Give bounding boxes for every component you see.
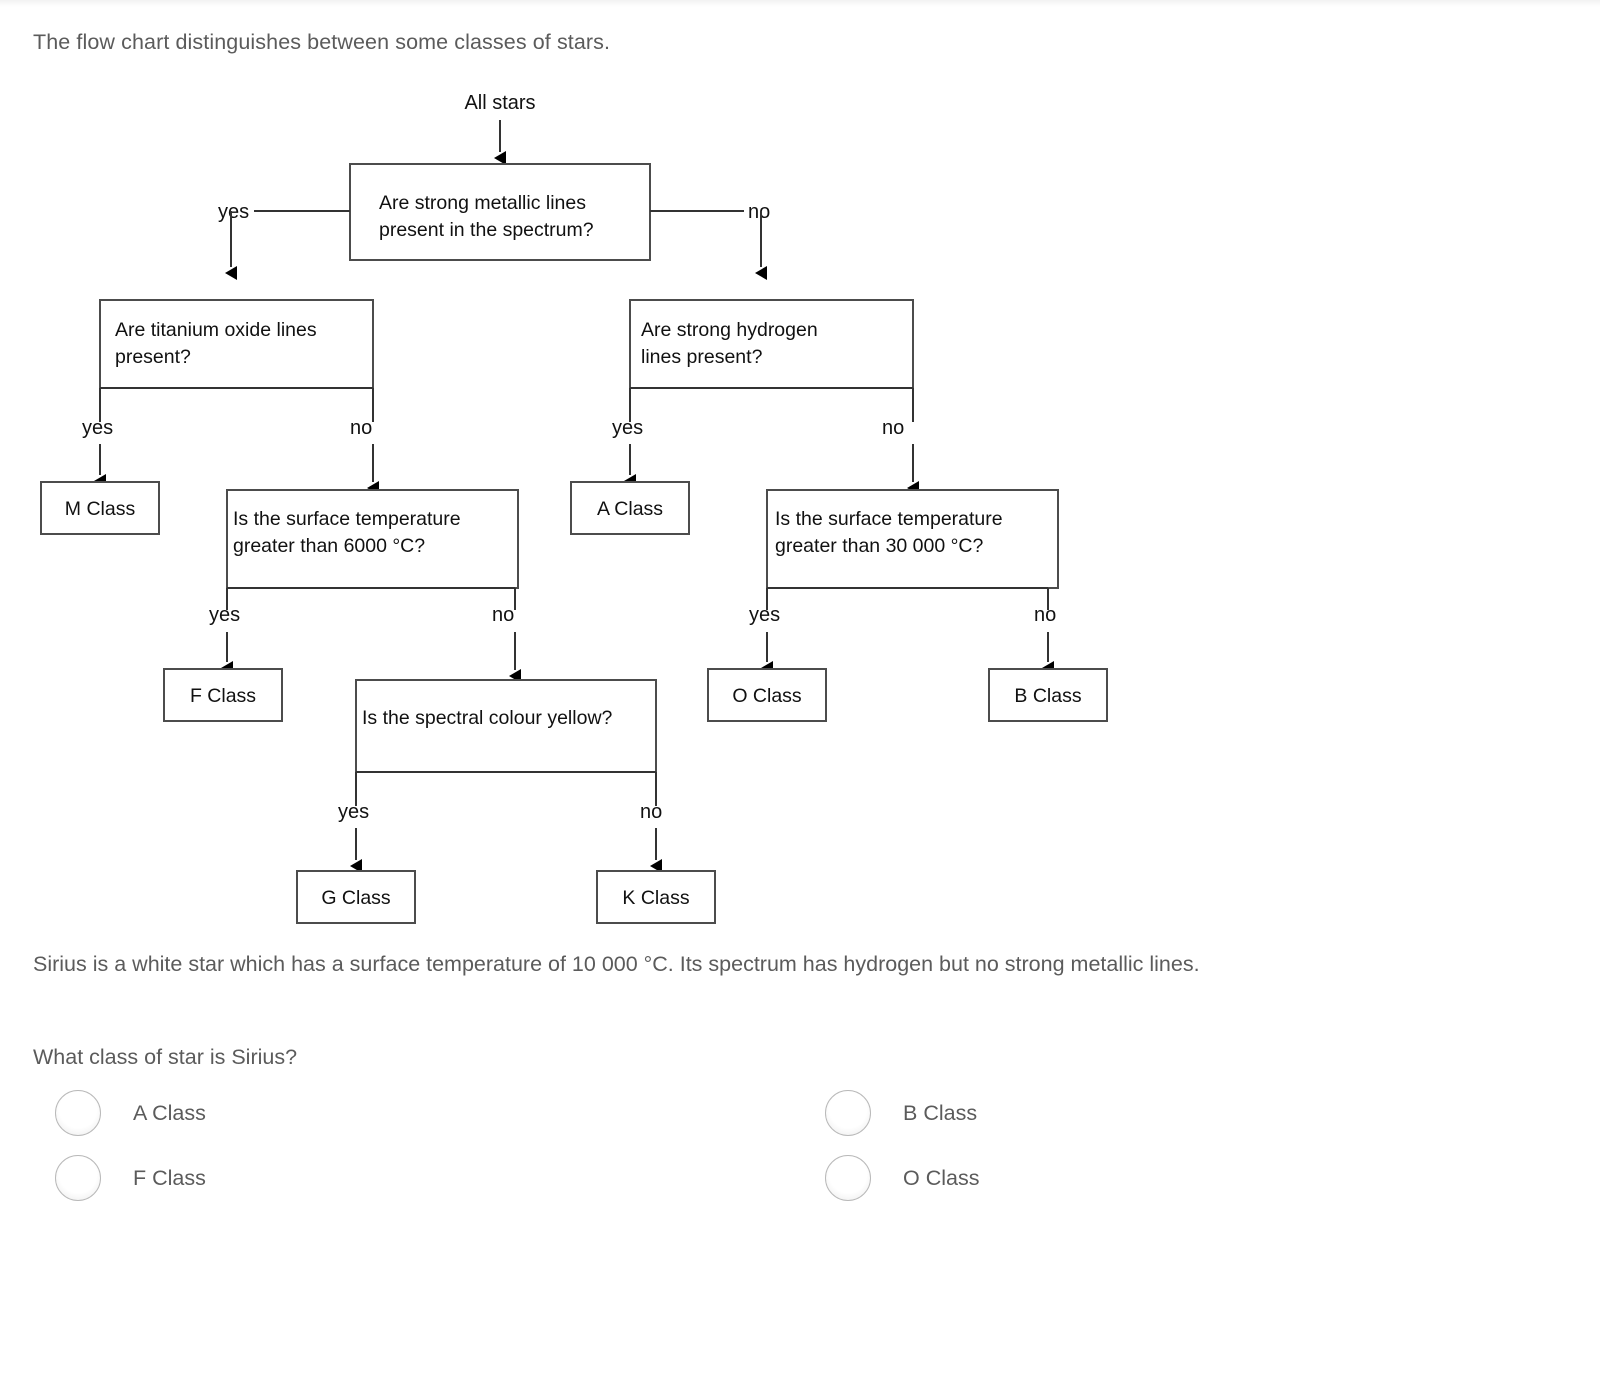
- node-q-hydrogen-box: [629, 299, 914, 389]
- option-label-b-class: B Class: [903, 1100, 978, 1125]
- node-q-temp30000-box: [766, 489, 1059, 589]
- node-o-class-box: [707, 668, 827, 722]
- radio-button-icon-a-class[interactable]: [55, 1090, 101, 1136]
- edge-label-yellow-no: no: [640, 801, 662, 823]
- edge-label-temp30000-yes: yes: [749, 604, 780, 626]
- node-q-metallic-line2: present in the spectrum?: [379, 219, 594, 241]
- radio-button-icon-b-class[interactable]: [825, 1090, 871, 1136]
- edge-titanium-split: [99, 387, 374, 422]
- node-q-hydrogen-line1: Are strong hydrogen: [641, 319, 818, 341]
- node-m-class-label: M Class: [65, 498, 136, 520]
- edge-label-yellow-yes: yes: [338, 801, 369, 823]
- node-q-titanium-box: [99, 299, 374, 389]
- edge-temp30000-split: [766, 587, 1049, 610]
- edge-label-hydrogen-no: no: [882, 417, 904, 439]
- node-g-class-label: G Class: [321, 887, 391, 909]
- edge-label-temp30000-no: no: [1034, 604, 1056, 626]
- option-a-class[interactable]: A Class: [33, 1090, 803, 1136]
- flow-root-label: All stars: [464, 92, 535, 114]
- option-row-2: F Class O Class: [33, 1155, 1233, 1201]
- edge-temp6000-split: [226, 587, 516, 610]
- node-q-yellow-label: Is the spectral colour yellow?: [362, 707, 613, 729]
- node-q-temp30000-line2: greater than 30 000 °C?: [775, 535, 984, 557]
- node-q-titanium-line1: Are titanium oxide lines: [115, 319, 317, 341]
- node-o-class-label: O Class: [732, 685, 802, 707]
- node-a-class-label: A Class: [597, 498, 663, 520]
- edge-hydrogen-split: [629, 387, 914, 422]
- option-o-class[interactable]: O Class: [803, 1155, 979, 1201]
- option-f-class[interactable]: F Class: [33, 1155, 803, 1201]
- node-f-class-label: F Class: [190, 685, 256, 707]
- question-prompt: What class of star is Sirius?: [33, 1045, 298, 1069]
- node-b-class-box: [988, 668, 1108, 722]
- node-q-temp30000-line1: Is the surface temperature: [775, 508, 1003, 530]
- intro-text: The flow chart distinguishes between som…: [33, 30, 611, 54]
- node-m-class-box: [40, 481, 160, 535]
- edge-label-metallic-no: no: [748, 201, 770, 223]
- edge-label-hydrogen-yes: yes: [612, 417, 643, 439]
- option-label-f-class: F Class: [133, 1165, 206, 1190]
- page-top-band: [0, 0, 1600, 8]
- node-k-class-box: [596, 870, 716, 924]
- node-q-temp6000-line2: greater than 6000 °C?: [233, 535, 425, 557]
- node-q-temp6000-box: [226, 489, 519, 589]
- edge-label-temp6000-no: no: [492, 604, 514, 626]
- radio-button-icon-f-class[interactable]: [55, 1155, 101, 1201]
- sirius-stem-text: Sirius is a white star which has a surfa…: [33, 952, 1200, 976]
- option-b-class[interactable]: B Class: [803, 1090, 977, 1136]
- node-g-class-box: [296, 870, 416, 924]
- option-label-a-class: A Class: [133, 1100, 206, 1125]
- option-row-1: A Class B Class: [33, 1090, 1233, 1136]
- edge-label-temp6000-yes: yes: [209, 604, 240, 626]
- node-q-metallic-line1: Are strong metallic lines: [379, 192, 586, 214]
- node-f-class-box: [163, 668, 283, 722]
- star-class-flowchart: All stars Are strong metallic lines pres…: [40, 92, 1108, 924]
- node-a-class-box: [570, 481, 690, 535]
- edge-label-titanium-no: no: [350, 417, 372, 439]
- node-k-class-label: K Class: [622, 887, 689, 909]
- radio-button-icon-o-class[interactable]: [825, 1155, 871, 1201]
- answer-options: A Class B Class F Class O Class: [33, 1090, 1233, 1220]
- node-b-class-label: B Class: [1014, 685, 1081, 707]
- option-label-o-class: O Class: [903, 1165, 980, 1190]
- edge-label-metallic-yes: yes: [218, 201, 249, 223]
- edge-yellow-split: [355, 771, 657, 806]
- node-q-titanium-line2: present?: [115, 346, 191, 368]
- node-q-temp6000-line1: Is the surface temperature: [233, 508, 461, 530]
- edge-label-titanium-yes: yes: [82, 417, 113, 439]
- node-q-hydrogen-line2: lines present?: [641, 346, 763, 368]
